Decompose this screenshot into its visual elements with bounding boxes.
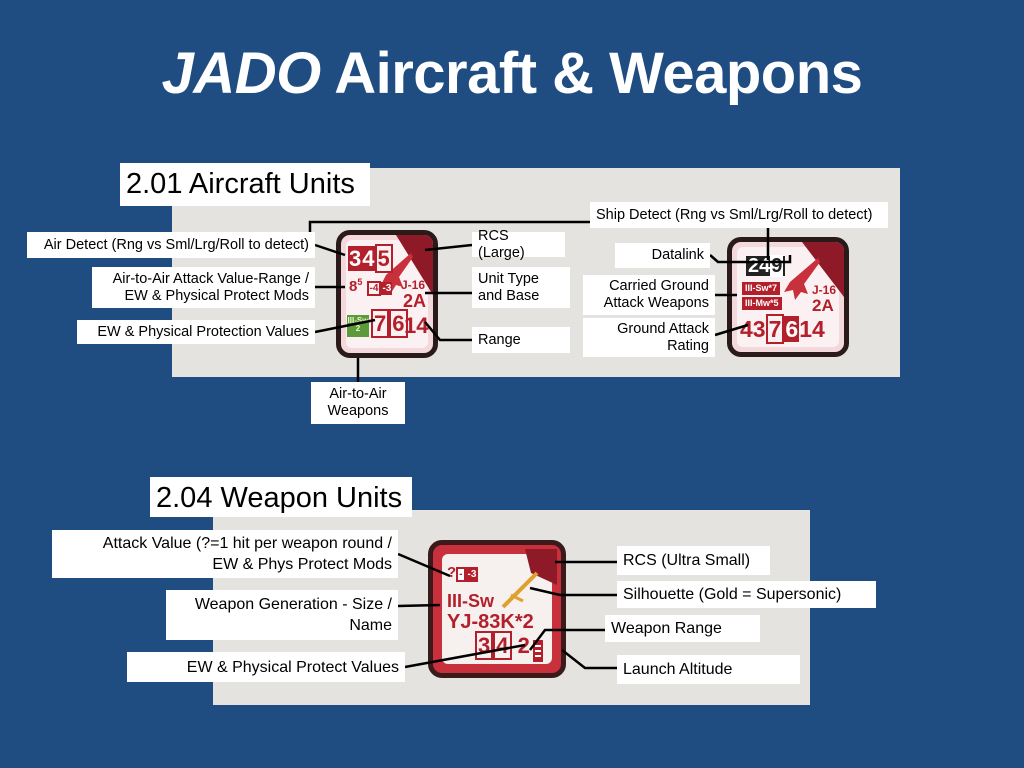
ew-value: 7 <box>765 314 785 344</box>
a2a-range: 5 <box>357 277 363 287</box>
label-text: Weapon Generation - Size / <box>194 596 392 613</box>
ship-detect-small: 2 <box>748 255 760 277</box>
carried-weapon-1: III-Sw*7 <box>742 282 781 295</box>
label-text: Range <box>478 331 521 348</box>
title-italic: JADO <box>161 41 322 106</box>
label-weapon-generation: Weapon Generation - Size / Name <box>166 590 398 640</box>
unit-base: 2A <box>812 296 834 315</box>
label-text: Unit Type <box>478 270 539 287</box>
weapon-attack: ? <box>447 564 457 581</box>
weapon-generation: III-Sw <box>447 591 495 611</box>
label-text: EW & Physical Protection Values <box>97 323 309 340</box>
a2a-weapon: III-Sw <box>347 316 369 325</box>
missile-silhouette-icon <box>501 571 539 609</box>
aircraft-section-header: 2.01 Aircraft Units <box>120 163 370 206</box>
ship-detect-roll: 9 <box>770 255 784 277</box>
a2a-attack: 8 <box>349 278 358 295</box>
label-text: Air-to-Air Attack Value-Range / <box>112 270 309 287</box>
label-text: EW & Physical Protect Mods <box>124 287 309 304</box>
label-text: Weapons <box>327 403 389 419</box>
label-text: Attack Value (?=1 hit per weapon round / <box>102 535 392 552</box>
label-range: Range <box>472 327 570 353</box>
phys-mod: -3 <box>465 567 479 582</box>
unit-type: J-16 <box>812 283 837 297</box>
slide-title: JADO Aircraft & Weapons <box>0 40 1024 107</box>
label-ship-detect: Ship Detect (Rng vs Sml/Lrg/Roll to dete… <box>590 202 888 228</box>
label-weapon-range: Weapon Range <box>605 615 760 642</box>
label-text: Ship Detect (Rng vs Sml/Lrg/Roll to dete… <box>596 206 873 223</box>
label-text: RCS (Large) <box>478 227 525 261</box>
label-text: and Base <box>478 287 540 304</box>
carried-weapon-2: III-Mw*5 <box>742 297 782 310</box>
ship-detect-large: 4 <box>759 255 771 277</box>
label-text: EW & Physical Protect Values <box>186 658 399 676</box>
label-text: Carried Ground <box>609 278 709 294</box>
label-text: Silhouette (Gold = Supersonic) <box>623 586 842 603</box>
label-text: RCS (Ultra Small) <box>623 552 751 569</box>
a2a-weapon-count: 2 <box>355 324 361 333</box>
unit-base: 2A <box>403 291 427 311</box>
label-air-detect: Air Detect (Rng vs Sml/Lrg/Roll to detec… <box>27 232 315 258</box>
phys-value: 4 <box>493 631 512 660</box>
weapon-section-header: 2.04 Weapon Units <box>150 477 412 517</box>
weapon-name: YJ-83K*2 <box>447 611 534 633</box>
label-text: Datalink <box>651 247 704 263</box>
ground-attack-rating: 43 <box>740 316 766 342</box>
title-rest: Aircraft & Weapons <box>320 41 863 106</box>
label-text: Rating <box>667 337 709 354</box>
label-datalink: Datalink <box>615 243 710 268</box>
phys-mod: -3 <box>381 282 393 295</box>
label-launch-altitude: Launch Altitude <box>617 655 800 684</box>
label-ew-values: EW & Physical Protection Values <box>77 320 315 344</box>
label-text: Air-to-Air <box>329 386 387 402</box>
label-silhouette: Silhouette (Gold = Supersonic) <box>617 581 876 608</box>
label-text: Attack Weapons <box>603 295 709 311</box>
label-rcs-large: RCS (Large) <box>472 228 565 261</box>
range-value: 14 <box>404 313 429 338</box>
air-detect-large: 4 <box>362 246 375 271</box>
label-weapon-attack: Attack Value (?=1 hit per weapon round /… <box>52 530 398 578</box>
label-text: Ground Attack <box>617 320 709 337</box>
phys-value: 6 <box>784 316 800 342</box>
label-text: Air Detect (Rng vs Sml/Lrg/Roll to detec… <box>43 236 309 253</box>
label-text: EW & Phys Protect Mods <box>212 556 392 573</box>
air-detect-small: 3 <box>348 246 363 271</box>
range-value: 14 <box>799 316 825 342</box>
unit-type: J-16 <box>401 278 426 292</box>
label-rcs-ultra-small: RCS (Ultra Small) <box>617 546 770 575</box>
label-a2a-attack: Air-to-Air Attack Value-Range /EW & Phys… <box>92 267 315 308</box>
phys-value: 6 <box>389 309 408 338</box>
ew-mod: -4 <box>366 281 382 296</box>
fighter-silhouette-icon <box>784 258 820 300</box>
label-text: Name <box>349 617 392 634</box>
label-text: Launch Altitude <box>623 661 733 678</box>
ew-value: 7 <box>371 309 390 338</box>
label-weapon-ew: EW & Physical Protect Values <box>127 652 405 682</box>
ew-mod: - <box>456 567 466 582</box>
label-text: Weapon Range <box>611 620 722 637</box>
air-detect-roll: 5 <box>374 244 393 273</box>
